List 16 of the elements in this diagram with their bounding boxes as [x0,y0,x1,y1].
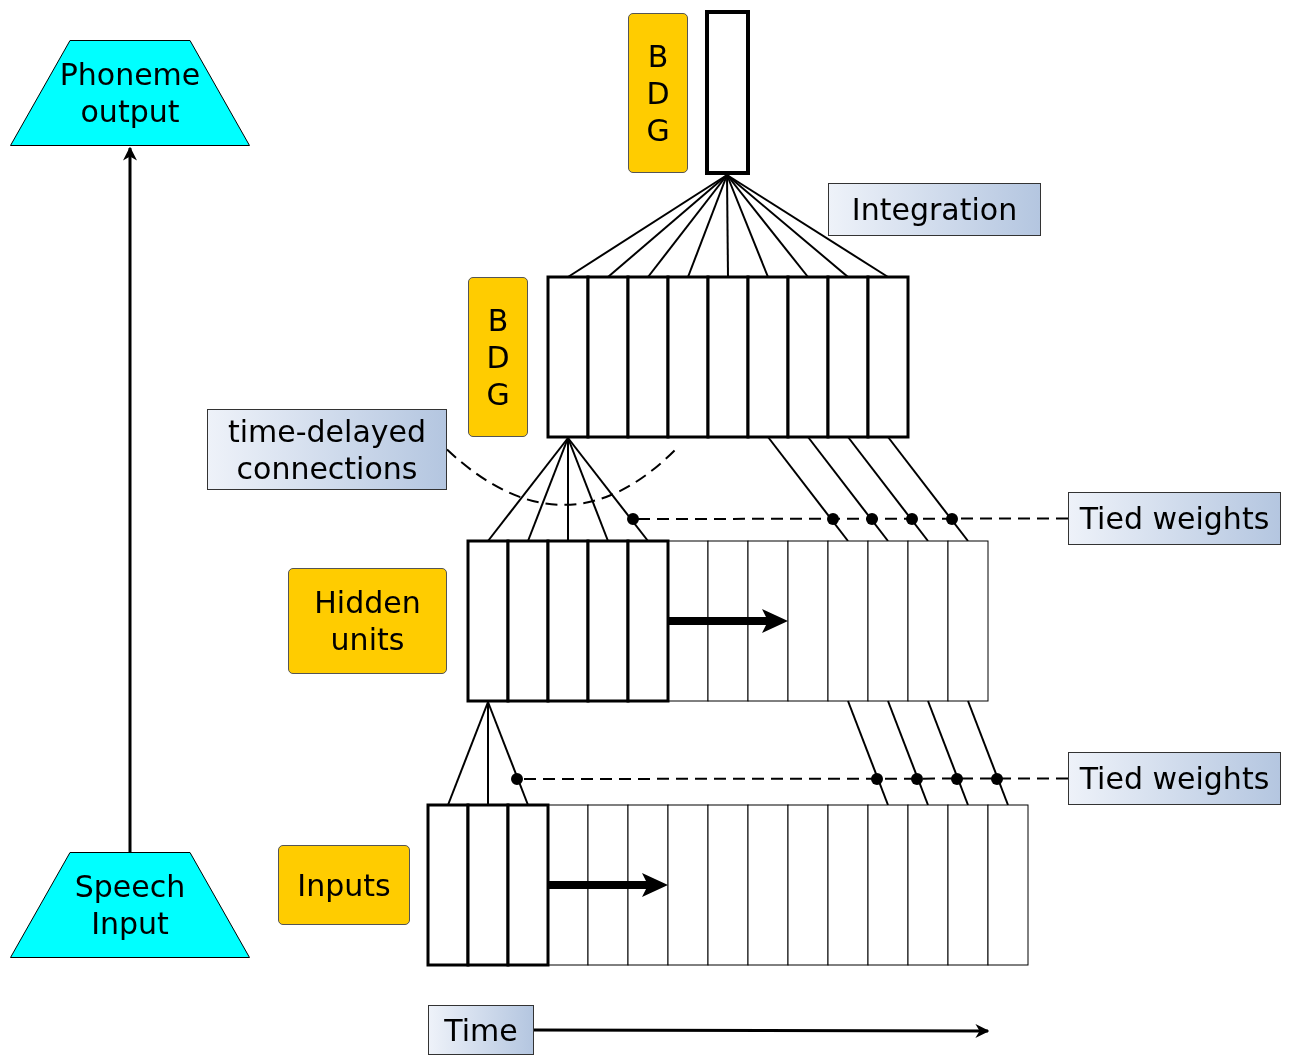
unit-label: Inputs [278,845,410,925]
callout-box: Tied weights [1068,752,1281,805]
callout-box: time-delayed connections [207,409,447,490]
unit-label: B D G [468,277,528,437]
leader-line [511,773,1069,785]
unit-label: Hidden units [288,568,447,674]
arrow [534,1023,990,1038]
callout-box: Integration [828,183,1041,236]
trapezoid-box: Speech Input [10,852,250,958]
callout-box: Tied weights [1068,492,1281,545]
unit-label: B D G [628,13,688,173]
leader-line [446,448,676,506]
arrow [123,146,137,852]
leader-line [627,513,1069,525]
trapezoid-box: Phoneme output [10,40,250,146]
callout-box: Time [428,1005,534,1055]
